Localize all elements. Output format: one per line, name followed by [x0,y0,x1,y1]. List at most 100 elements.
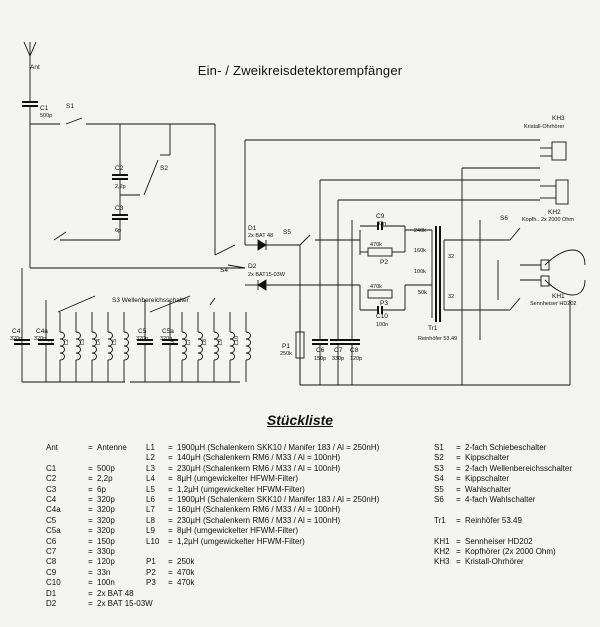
label-kh3-name: Kristall-Ohrhörer [524,124,565,130]
part-value: 120p [97,557,115,567]
label-c5-value: 320p [136,336,148,342]
label-d1-value: 2x BAT 48 [248,233,273,239]
part-value: 140µH (Schalenkern RM6 / M33 / Al = 100n… [177,453,341,463]
part-value: 2x BAT 48 [97,588,134,598]
label-c5a: C5a [162,328,174,335]
part-value: 2-fach Schiebeschalter [465,443,547,452]
label-s1: S1 [66,103,74,110]
part-equals: = [456,547,461,557]
label-coil-l2: L2 [64,339,70,345]
part-designator: C5a [46,526,61,536]
part-designator: KH1 [434,536,450,546]
part-designator: P3 [146,578,156,588]
part-value: Kopfhörer (2x 2000 Ohm) [465,547,556,557]
part-equals: = [88,515,93,525]
part-designator: S2 [434,453,444,463]
parts-list-row: L7=160µH (Schalenkern RM6 / M33 / Al = 1… [146,505,379,515]
label-c5: C5 [138,328,147,335]
label-c8-value: 120p [350,356,362,362]
label-kh2: KH2 [548,209,561,216]
label-100k: 100k [414,269,426,275]
parts-list-title: Stückliste [266,412,334,428]
parts-list-column-2: L1=1900µH (Schalenkern SKK10 / Manifer 1… [146,443,379,589]
part-value: 150p [97,536,115,546]
part-value: Wahlschalter [465,484,511,494]
label-c10: C10 [376,313,388,320]
label-coil-l1: L1 [48,339,54,345]
coil-l8: L8 [202,312,219,382]
label-coil-l5: L5 [112,339,118,345]
part-equals: = [456,474,461,484]
part-value: 470k [177,567,195,577]
part-designator: S6 [434,495,444,505]
label-p1-value: 250k [280,351,292,357]
label-32-lower: 32 [448,294,454,300]
part-designator: KH3 [434,557,450,567]
parts-list-row: S1=2-fach Schiebeschalter [434,443,572,453]
label-c4-value: 320p [10,336,22,342]
part-value: 160µH (Schalenkern RM6 / M33 / Al = 100n… [177,505,341,515]
part-value: 1,2µH (umgewickelter HFWM-Filter) [177,536,305,546]
label-c6: C6 [316,347,325,354]
part-designator: C1 [46,463,57,473]
coil-l4: L4 [96,312,113,382]
part-value: Kippschalter [465,474,510,484]
part-equals: = [88,443,93,452]
part-equals: = [88,557,93,567]
coil-l10: L10 [234,312,251,382]
part-value: 33n [97,567,111,577]
part-equals: = [168,536,173,546]
part-designator: L4 [146,474,155,484]
part-designator: L3 [146,463,155,473]
coil-l2: L2 [64,312,81,382]
parts-list-row: KH3=Kristall-Ohrhörer [434,557,572,567]
part-value: Sennheiser HD202 [465,536,533,546]
parts-list-row: C7=330p [46,547,153,557]
part-designator: D2 [46,599,57,609]
diagram-title: Ein- / Zweikreisdetektorempfänger [197,63,403,78]
part-designator: L5 [146,484,155,494]
label-p2-value: 470k [370,242,382,248]
coil-l9: L9 [218,312,235,382]
part-designator: P1 [146,557,156,567]
part-designator: S5 [434,484,444,494]
part-equals: = [88,536,93,546]
part-designator: Tr1 [434,515,446,525]
label-c6-value: 150p [314,356,326,362]
parts-list-row: L8=230µH (Schalenkern RM6 / M33 / Al = 1… [146,516,379,526]
part-designator: C5 [46,515,57,525]
parts-list-row [434,526,572,536]
part-designator: L6 [146,495,155,505]
label-d2: D2 [248,263,257,270]
part-value: Kristall-Ohrhörer [465,557,524,567]
label-p1: P1 [282,343,290,350]
part-designator: L7 [146,505,155,515]
label-s4: S4 [220,267,228,274]
parts-list-row: L10=1,2µH (umgewickelter HFWM-Filter) [146,537,379,547]
parts-list-row: Tr1=Reinhöfer 53.49 [434,516,572,526]
label-p2: P2 [380,259,388,266]
part-value: Antenne [97,443,127,452]
parts-list-row [434,505,572,515]
part-designator: D1 [46,588,57,598]
part-value: 330p [97,547,115,557]
parts-list-row: C1=500p [46,464,153,474]
parts-list-row: L2=140µH (Schalenkern RM6 / M33 / Al = 1… [146,453,379,463]
part-value: 320p [97,526,115,536]
label-kh2-name: Kopfh.. 2x 2000 Ohm [522,217,574,223]
part-equals: = [456,453,461,463]
parts-list-row: KH1 = Sennheiser HD202 [434,537,572,547]
parts-list-row: C3=6p [46,485,153,495]
parts-list-row: P2=470k [146,568,379,578]
parts-list-row: P3=470k [146,578,379,588]
part-value: 250k [177,557,195,567]
part-equals: = [456,515,461,525]
part-equals: = [456,536,461,546]
label-c10-value: 100n [376,322,388,328]
label-240k: 240k [414,228,426,234]
label-50k: 50k [418,290,427,296]
parts-list-row: Ant=Antenne [46,443,153,453]
parts-list-row: C4=320p [46,495,153,505]
label-c7: C7 [334,347,343,354]
part-equals: = [168,578,173,588]
